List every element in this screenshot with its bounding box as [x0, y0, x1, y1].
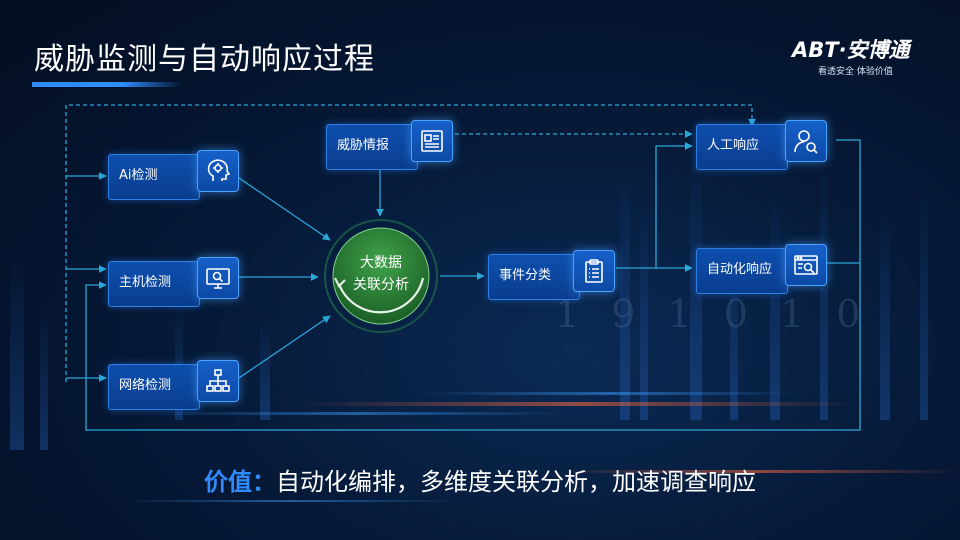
big-data-correlation-hub[interactable]: 大数据 关联分析 — [323, 218, 439, 334]
node-manual-label: 人工响应 — [707, 138, 760, 153]
node-network-detection[interactable]: 网络检测 — [108, 360, 239, 410]
browser-search-icon — [785, 244, 827, 286]
hub-label-line1: 大数据 — [360, 255, 402, 271]
network-topology-icon — [197, 360, 239, 402]
user-search-icon — [785, 120, 827, 162]
document-list-icon — [411, 120, 453, 162]
logo-brand-text: ABT·安博通 — [792, 38, 910, 62]
node-ai-detection[interactable]: Ai检测 — [108, 150, 239, 200]
hub-label-line2: 关联分析 — [353, 277, 409, 293]
brand-logo: ABT·安博通 看透安全 体验价值 — [792, 34, 922, 78]
hub-ring-graphic — [324, 219, 438, 333]
background-digits: 1 9 1 0 1 0 — [555, 292, 871, 336]
classify-to-manual — [616, 142, 693, 269]
node-ai-label: Ai检测 — [119, 168, 158, 183]
value-key: 价值： — [204, 468, 276, 496]
node-network-label: 网络检测 — [119, 378, 172, 393]
value-text: 自动化编排，多维度关联分析，加速调查响应 — [276, 468, 756, 496]
node-auto-label: 自动化响应 — [707, 262, 773, 277]
node-intel-label: 威胁情报 — [337, 138, 390, 153]
node-manual-response[interactable]: 人工响应 — [696, 120, 827, 170]
node-classify-label: 事件分类 — [499, 268, 552, 283]
ai-to-hub — [235, 175, 331, 241]
title-underline — [32, 82, 182, 87]
node-threat-intel[interactable]: 威胁情报 — [326, 120, 453, 170]
page-title: 威胁监测与自动响应过程 — [34, 42, 375, 77]
clipboard-icon — [573, 250, 615, 292]
node-host-label: 主机检测 — [119, 275, 172, 290]
logo-slogan: 看透安全 体验价值 — [818, 67, 893, 77]
ai-head-icon — [197, 150, 239, 192]
feedback-loop — [85, 139, 861, 431]
value-statement: 价值：自动化编排，多维度关联分析，加速调查响应 — [0, 462, 960, 497]
node-event-classification[interactable]: 事件分类 — [488, 250, 615, 300]
dashed-top-loop — [65, 104, 756, 382]
monitor-search-icon — [197, 257, 239, 299]
node-host-detection[interactable]: 主机检测 — [108, 257, 239, 307]
node-auto-response[interactable]: 自动化响应 — [696, 244, 827, 294]
network-to-hub — [235, 315, 331, 381]
